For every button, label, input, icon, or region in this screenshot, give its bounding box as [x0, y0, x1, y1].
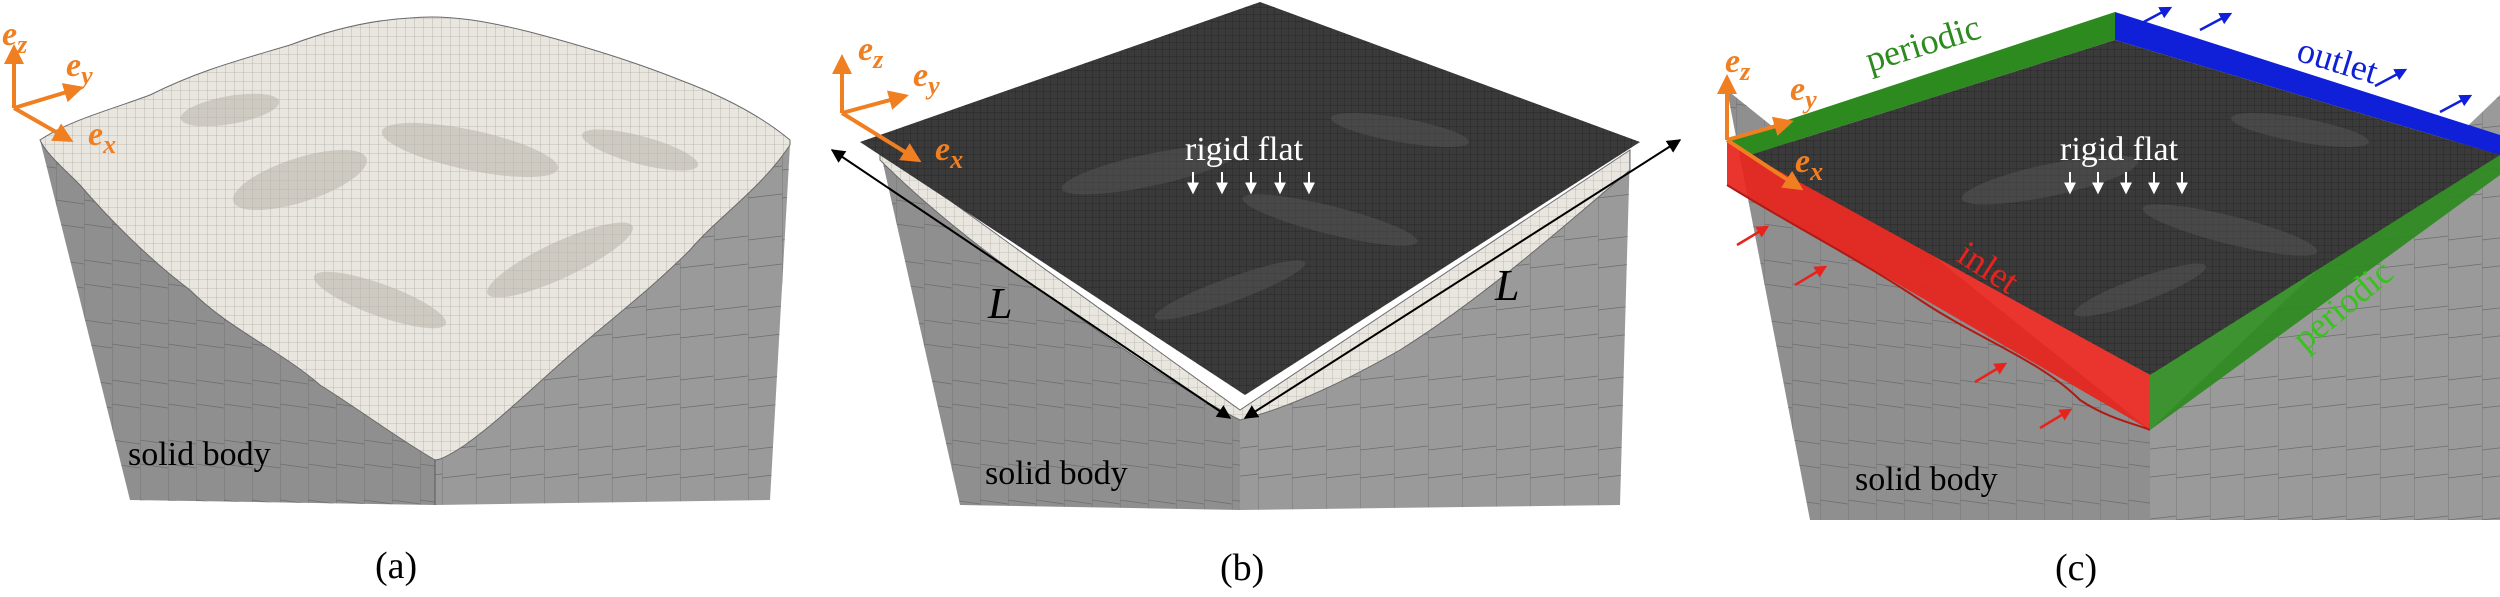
axis-label-ex: ex — [88, 116, 116, 159]
inlet-face — [1727, 140, 2150, 430]
pressure-arrows-c — [2064, 172, 2188, 195]
length-label-left: L — [987, 279, 1012, 328]
axis-label-ez-c: ez — [1725, 43, 1751, 86]
length-arrow-right — [1243, 139, 1682, 419]
axis-label-ey-c: ey — [1790, 71, 1817, 114]
axis-label-ez-b: ez — [858, 31, 884, 74]
panel-a: ez ey ex solid body (a) — [2, 16, 791, 587]
axes-triad-a: ez ey ex — [2, 16, 116, 159]
inlet-arrows — [1736, 225, 2073, 430]
rigid-flat-label-b: rigid flat — [1185, 131, 1304, 168]
axes-triad-c: ez ey ex — [1717, 43, 1823, 191]
axis-label-ex-c: ex — [1795, 143, 1823, 186]
rigid-flat-label-c: rigid flat — [2060, 131, 2179, 168]
caption-a: (a) — [375, 545, 417, 587]
pressure-arrows-b — [1187, 172, 1315, 195]
axis-label-ey: ey — [66, 47, 93, 90]
solid-body-label-b: solid body — [985, 455, 1128, 492]
periodic-face-top — [1727, 12, 2115, 155]
axis-label-ez: ez — [2, 16, 28, 59]
panel-b: L L rigid flat ez ey ex solid body (b) — [830, 2, 1682, 589]
caption-c: (c) — [2055, 547, 2097, 589]
solid-body-label-c: solid body — [1855, 461, 1998, 498]
axes-triad-b: ez ey ex — [832, 31, 963, 174]
outlet-arrows — [2139, 6, 2473, 114]
axis-label-ey-b: ey — [913, 57, 940, 100]
axis-label-ex-b: ex — [935, 131, 963, 174]
outlet-face — [2115, 12, 2500, 155]
length-arrow-left — [830, 149, 1232, 419]
panel-c: rigid flat periodic outlet inlet periodi… — [1717, 6, 2500, 589]
solid-body-label-a: solid body — [128, 436, 271, 473]
caption-b: (b) — [1220, 547, 1264, 589]
length-label-right: L — [1494, 261, 1519, 310]
